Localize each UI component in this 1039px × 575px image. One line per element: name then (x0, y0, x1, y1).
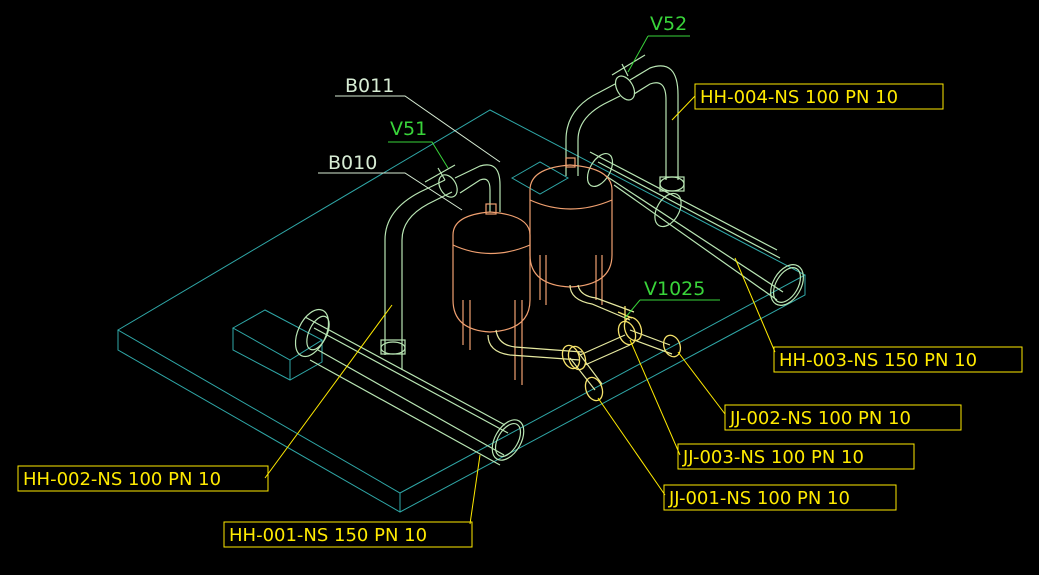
tag-hh-001: HH-001-NS 150 PN 10 (223, 521, 473, 548)
pipe-hh-004 (565, 65, 685, 192)
tag-jj-002-text: JJ-002-NS 100 PN 10 (729, 408, 911, 429)
tag-hh-001-text: HH-001-NS 150 PN 10 (229, 525, 427, 546)
vessel-b010 (452, 203, 531, 385)
vessel-b011 (529, 157, 613, 305)
label-v1025: V1025 (644, 278, 705, 300)
pipe-hh-001 (294, 308, 525, 466)
tag-hh-004-text: HH-004-NS 100 PN 10 (700, 87, 898, 108)
label-v52: V52 (650, 13, 687, 35)
tag-hh-002-text: HH-002-NS 100 PN 10 (23, 469, 221, 490)
tag-hh-003: HH-003-NS 150 PN 10 (773, 346, 1023, 373)
tag-hh-002: HH-002-NS 100 PN 10 (17, 465, 269, 492)
valve-handles (424, 54, 646, 183)
tag-jj-003: JJ-003-NS 100 PN 10 (677, 443, 915, 470)
tag-jj-001-text: JJ-001-NS 100 PN 10 (668, 488, 850, 509)
tag-jj-002: JJ-002-NS 100 PN 10 (724, 404, 962, 431)
pipe-hh-002 (380, 164, 501, 370)
base-plate (117, 109, 807, 513)
label-b011: B011 (345, 75, 394, 97)
pipe-hh-003 (586, 151, 804, 306)
tag-jj-003-text: JJ-003-NS 100 PN 10 (682, 447, 864, 468)
label-v51: V51 (390, 118, 427, 140)
tag-jj-001: JJ-001-NS 100 PN 10 (663, 484, 897, 511)
valves-flanges (561, 306, 682, 402)
leader-lines (264, 35, 776, 525)
pipe-jj-lines (487, 284, 673, 391)
label-b010: B010 (328, 152, 377, 174)
tag-hh-003-text: HH-003-NS 150 PN 10 (779, 350, 977, 371)
tag-hh-004: HH-004-NS 100 PN 10 (694, 83, 944, 110)
